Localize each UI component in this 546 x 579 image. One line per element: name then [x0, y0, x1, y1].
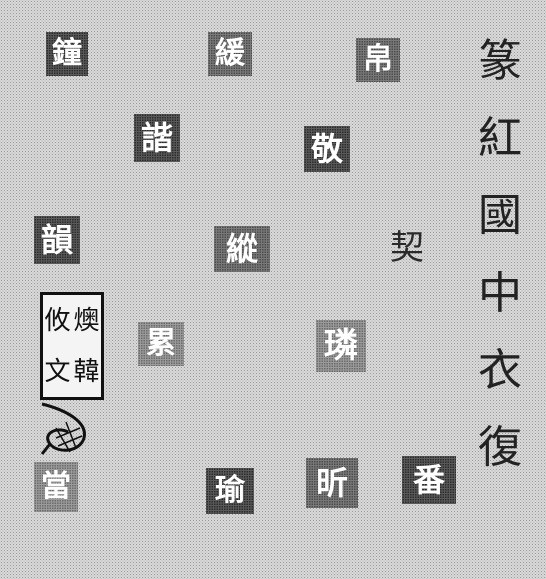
- seal-glyph: 鐘: [52, 36, 82, 71]
- seal-r5c2: 瑜: [206, 468, 254, 514]
- inscription-char: 篆: [478, 36, 522, 87]
- boxed-seal-glyph: 攸: [44, 305, 71, 336]
- seal-glyph: 緩: [215, 36, 245, 71]
- seal-r2c1: 諧: [134, 114, 180, 162]
- inscription-char: 中: [478, 267, 522, 319]
- seal-glyph: 契: [390, 228, 424, 268]
- seal-glyph: 帛: [363, 42, 393, 77]
- seal-r1c1: 鐘: [46, 32, 88, 76]
- seal-glyph: 縱: [225, 230, 258, 268]
- seal-r4c1: 累: [138, 322, 184, 366]
- seal-r3c1: 韻: [34, 216, 80, 264]
- shell-sketch-icon: [40, 402, 86, 455]
- seal-glyph: 瑜: [215, 473, 245, 508]
- boxed-seal-glyph: 韓: [73, 356, 100, 387]
- seal-r2c2: 敬: [304, 126, 350, 172]
- seal-r1c2: 緩: [208, 32, 252, 76]
- inscription-char: 復: [478, 421, 522, 473]
- seal-glyph: 敬: [310, 130, 343, 168]
- seal-glyph: 璘: [324, 326, 358, 366]
- inscription-char: 紅: [478, 113, 522, 165]
- boxed-seal-glyph: 文: [44, 356, 71, 387]
- seal-glyph: 累: [146, 326, 176, 361]
- seal-glyph: 諧: [140, 119, 173, 157]
- seal-glyph: 昕: [315, 464, 348, 502]
- seal-r1c3: 帛: [356, 38, 400, 82]
- boxed-seal: 攸 燠 文 韓: [40, 292, 104, 400]
- seal-r5c4: 番: [402, 456, 456, 504]
- seal-r5c3: 昕: [306, 458, 358, 508]
- boxed-seal-glyph: 燠: [73, 305, 100, 336]
- seal-r3c3: 契: [384, 222, 430, 274]
- seal-glyph: 當: [41, 469, 71, 504]
- inscription-char: 衣: [478, 344, 522, 396]
- seal-r3c2: 縱: [214, 226, 270, 272]
- seal-glyph: 番: [412, 461, 445, 499]
- inscription-char: 國: [478, 190, 522, 242]
- vertical-inscription: 篆 紅 國 中 衣 復: [470, 40, 530, 470]
- seal-r4c2: 璘: [316, 320, 366, 372]
- seal-r5c1: 當: [34, 462, 78, 512]
- seal-glyph: 韻: [40, 221, 73, 259]
